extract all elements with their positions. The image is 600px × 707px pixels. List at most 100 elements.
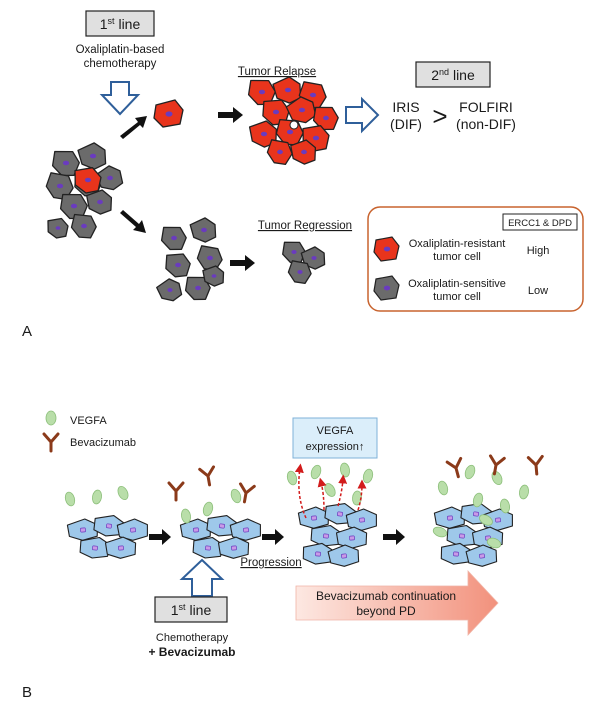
cell-legend: ERCC1 & DPD Oxaliplatin-resistant tumor …	[367, 206, 584, 312]
cell-nucleus	[130, 527, 136, 533]
bevacizumab-antibody	[42, 432, 60, 453]
cell-nucleus	[337, 511, 343, 517]
iris-label: IRIS	[392, 99, 419, 115]
first-line-box-b: 1st line	[154, 596, 228, 623]
cell-nucleus	[195, 285, 201, 291]
cell-nucleus	[260, 131, 268, 137]
black-arrow-to-sensitive-icon	[120, 210, 146, 233]
panel-a: 1st line Oxaliplatin-based chemotherapy …	[22, 10, 584, 340]
cell-nucleus	[459, 533, 465, 539]
legend-sensitive-line1: Oxaliplatin-sensitive	[408, 278, 506, 290]
cell-nucleus	[301, 149, 307, 155]
iris-sub-label: (DIF)	[390, 116, 422, 132]
cell-nucleus	[277, 149, 283, 155]
cell-nucleus	[286, 129, 294, 135]
bevacizumab-antibody	[526, 454, 544, 476]
bevacizumab-antibody	[167, 481, 185, 502]
vegfa-box-line2: expression↑	[306, 441, 365, 453]
vegfa-particle	[202, 501, 214, 517]
bevacizumab-legend-icon	[42, 432, 60, 453]
cell-nucleus	[258, 89, 266, 95]
vegfa-particle	[92, 489, 102, 505]
vegfa-particle	[479, 514, 493, 526]
legend-resistant-cell-icon	[373, 236, 400, 262]
cell-nucleus	[311, 256, 317, 260]
vegfa-expression-box: VEGFA expression↑	[292, 417, 378, 459]
vegfa-legend-icon	[45, 410, 57, 426]
vegfa-particle	[64, 491, 76, 507]
continuation-arrow: Bevacizumab continuation beyond PD	[295, 569, 499, 637]
resistant-cell-single	[153, 99, 184, 128]
vegfa-particle	[486, 537, 502, 549]
legend-sensitive-cell-icon	[373, 275, 400, 301]
cell-nucleus	[211, 274, 217, 278]
mixed-tumor-cluster	[45, 142, 124, 239]
vegfa-particle	[310, 464, 322, 480]
second-line-box: 2nd line	[415, 61, 491, 88]
hollow-down-arrow-icon	[99, 81, 141, 116]
cell-nucleus	[447, 515, 453, 521]
black-arrow-to-resistant-icon	[120, 116, 147, 139]
black-arrow-b3-icon	[383, 529, 405, 545]
black-arrow-b2-icon	[262, 529, 284, 545]
legend-resistant-line2: tumor cell	[433, 251, 481, 263]
legend-sensitive-level: Low	[528, 285, 548, 297]
cell-nucleus	[323, 115, 329, 121]
continuation-line1: Bevacizumab continuation	[316, 589, 456, 603]
cell-nucleus	[171, 235, 177, 241]
vegfa-particle	[519, 484, 529, 500]
cell-nucleus	[97, 199, 103, 205]
chemotherapy-label: Chemotherapy	[156, 632, 229, 644]
cell-nucleus	[479, 553, 485, 559]
cell-nucleus	[118, 545, 124, 551]
cell-nucleus	[473, 511, 479, 517]
sensitive-cells-scattered	[156, 217, 225, 302]
black-arrow-b1-icon	[149, 529, 171, 545]
legend-sensitive-line2: tumor cell	[433, 291, 481, 303]
bevacizumab-antibody	[238, 482, 256, 504]
greater-than-sign: >	[432, 101, 447, 131]
vegfa-particles	[64, 462, 529, 549]
vegfa-particle	[181, 508, 191, 524]
cell-nucleus	[167, 288, 173, 292]
progression-label: Progression	[240, 557, 301, 569]
chemo-label-line2: chemotherapy	[84, 58, 157, 70]
cell-nucleus	[272, 109, 280, 115]
bevacizumab-antibody	[445, 456, 463, 479]
cell-nucleus	[309, 92, 317, 98]
vegfa-particle	[230, 488, 242, 504]
vegfa-particle	[340, 462, 350, 478]
svg-text:2nd line: 2nd line	[431, 67, 475, 83]
cell-nucleus	[62, 160, 70, 166]
cell-nucleus	[243, 527, 249, 533]
cell-nucleus	[56, 183, 64, 189]
hollow-right-arrow-icon	[345, 96, 380, 134]
cell-nucleus	[55, 226, 61, 230]
svg-text:1st line: 1st line	[171, 602, 212, 618]
panel-a-label: A	[22, 323, 32, 340]
panel-b-label: B	[22, 684, 32, 701]
cell-nucleus	[205, 545, 211, 551]
bevacizumab-antibody	[488, 454, 506, 476]
cell-nucleus	[106, 523, 112, 529]
tumor-relapse-cluster	[247, 76, 339, 166]
cell-nucleus	[201, 227, 207, 233]
cell-nucleus	[453, 551, 459, 557]
legend-resistant-line1: Oxaliplatin-resistant	[409, 238, 506, 250]
cell-nucleus	[359, 517, 365, 523]
vegfa-particle	[324, 483, 336, 497]
cell-nucleus	[193, 527, 199, 533]
folfiri-sub-label: (non-DIF)	[456, 116, 516, 132]
cell-nucleus	[207, 255, 213, 261]
cell-nucleus	[81, 223, 87, 229]
chemo-label-line1: Oxaliplatin-based	[76, 44, 165, 56]
first-line-box-a: 1st line	[85, 10, 155, 37]
plus-bevacizumab-label: + Bevacizumab	[148, 645, 235, 659]
cell-nucleus	[495, 517, 501, 523]
svg-text:1st line: 1st line	[100, 16, 141, 32]
cell-nucleus	[231, 545, 237, 551]
legend-vegfa-label: VEGFA	[70, 415, 107, 427]
cell-nucleus	[349, 535, 355, 541]
cell-nucleus	[291, 250, 297, 254]
tumor-regression-label: Tumor Regression	[258, 220, 352, 232]
